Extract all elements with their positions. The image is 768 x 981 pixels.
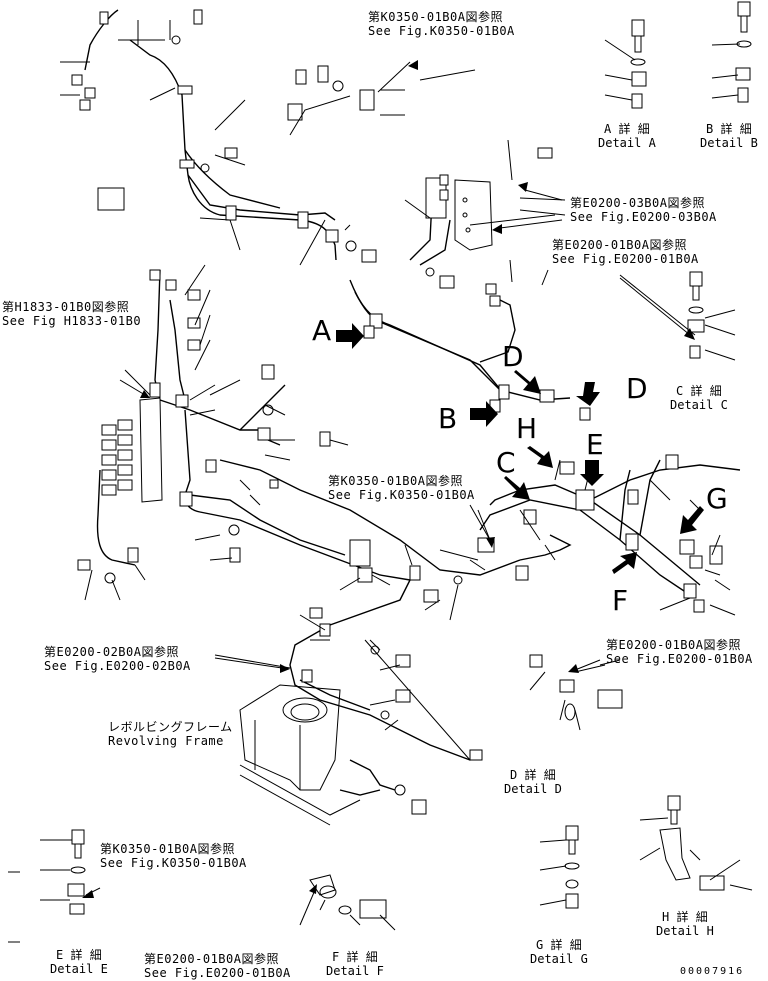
detail-jp: A 詳 細 — [604, 122, 650, 136]
view-arrows — [336, 323, 704, 574]
ref-k0350-top: 第K0350-01B0A図参照 See Fig.K0350-01B0A — [368, 10, 515, 38]
ref-en: See Fig.K0350-01B0A — [368, 24, 515, 38]
detail-g-caption: G 詳 細 Detail G — [530, 938, 588, 966]
ref-en: See Fig.E0200-01B0A — [144, 966, 291, 980]
ref-k0350-detail-e: 第K0350-01B0A図参照 See Fig.K0350-01B0A — [100, 842, 247, 870]
view-letter-a: A — [312, 314, 332, 347]
detail-jp: D 詳 細 — [510, 768, 556, 782]
detail-jp: H 詳 細 — [662, 910, 708, 924]
detail-en: Detail E — [50, 962, 108, 976]
detail-jp: E 詳 細 — [56, 948, 102, 962]
bolts-washers — [77, 9, 553, 815]
ref-e0200-01-detail-f: 第E0200-01B0A図参照 See Fig.E0200-01B0A — [144, 952, 291, 980]
revolving-frame-label: レボルビングフレーム Revolving Frame — [108, 720, 233, 748]
frame-en: Revolving Frame — [108, 734, 224, 748]
detail-en: Detail F — [326, 964, 384, 978]
detail-c-caption: C 詳 細 Detail C — [670, 384, 728, 412]
detail-jp: C 詳 細 — [676, 384, 722, 398]
ref-jp: 第H1833-01B0図参照 — [2, 300, 130, 314]
view-letter-d-right: D — [626, 372, 648, 405]
detail-f-caption: F 詳 細 Detail F — [326, 950, 384, 978]
view-letter-g: G — [706, 482, 728, 515]
ref-jp: 第K0350-01B0A図参照 — [100, 842, 235, 856]
reference-arrows — [82, 60, 695, 926]
view-letter-d-left: D — [502, 340, 524, 373]
ref-e0200-01-upper: 第E0200-01B0A図参照 See Fig.E0200-01B0A — [552, 238, 699, 266]
ref-en: See Fig H1833-01B0 — [2, 314, 142, 328]
ref-k0350-mid: 第K0350-01B0A図参照 See Fig.K0350-01B0A — [328, 474, 475, 502]
ref-en: See Fig.E0200-01B0A — [552, 252, 699, 266]
leader-lines — [8, 20, 753, 943]
ref-jp: 第E0200-01B0A図参照 — [552, 238, 687, 252]
revolving-frame-sketch — [239, 684, 361, 826]
detail-en: Detail G — [530, 952, 588, 966]
detail-a-caption: A 詳 細 Detail A — [598, 122, 656, 150]
ref-jp: 第E0200-01B0A図参照 — [606, 638, 741, 652]
detail-en: Detail D — [504, 782, 562, 796]
detail-jp: B 詳 細 — [706, 122, 752, 136]
ref-jp: 第K0350-01B0A図参照 — [368, 10, 503, 24]
ref-jp: 第K0350-01B0A図参照 — [328, 474, 463, 488]
ref-en: See Fig.E0200-01B0A — [606, 652, 753, 666]
drawing-number: 00007916 — [680, 966, 745, 977]
view-letter-h: H — [516, 412, 538, 445]
fuse-box — [101, 397, 163, 503]
main-harness — [84, 9, 741, 796]
bracket — [454, 179, 493, 251]
ref-jp: 第E0200-01B0A図参照 — [144, 952, 279, 966]
view-letter-f: F — [612, 584, 629, 617]
detail-parts — [67, 1, 752, 919]
ref-e0200-01-detail-d: 第E0200-01B0A図参照 See Fig.E0200-01B0A — [606, 638, 753, 666]
detail-b-caption: B 詳 細 Detail B — [700, 122, 758, 150]
ref-jp: 第E0200-03B0A図参照 — [570, 196, 705, 210]
ref-h1833: 第H1833-01B0図参照 See Fig H1833-01B0 — [2, 300, 141, 328]
detail-e-caption: E 詳 細 Detail E — [50, 948, 108, 976]
detail-h-caption: H 詳 細 Detail H — [656, 910, 714, 938]
detail-jp: G 詳 細 — [536, 938, 582, 952]
detail-d-caption: D 詳 細 Detail D — [504, 768, 562, 796]
ref-en: See Fig.K0350-01B0A — [100, 856, 247, 870]
view-letter-c: C — [496, 446, 516, 479]
view-letter-e: E — [586, 428, 604, 461]
detail-jp: F 詳 細 — [332, 950, 378, 964]
ref-e0200-03: 第E0200-03B0A図参照 See Fig.E0200-03B0A — [570, 196, 717, 224]
ref-en: See Fig.K0350-01B0A — [328, 488, 475, 502]
detail-en: Detail B — [700, 136, 758, 150]
detail-en: Detail A — [598, 136, 656, 150]
ref-jp: 第E0200-02B0A図参照 — [44, 645, 179, 659]
detail-en: Detail H — [656, 924, 714, 938]
clamps-and-connectors — [71, 11, 723, 761]
ref-e0200-02: 第E0200-02B0A図参照 See Fig.E0200-02B0A — [44, 645, 191, 673]
view-letter-b: B — [438, 402, 458, 435]
detail-en: Detail C — [670, 398, 728, 412]
ref-en: See Fig.E0200-02B0A — [44, 659, 191, 673]
frame-jp: レボルビングフレーム — [108, 720, 233, 734]
ref-en: See Fig.E0200-03B0A — [570, 210, 717, 224]
